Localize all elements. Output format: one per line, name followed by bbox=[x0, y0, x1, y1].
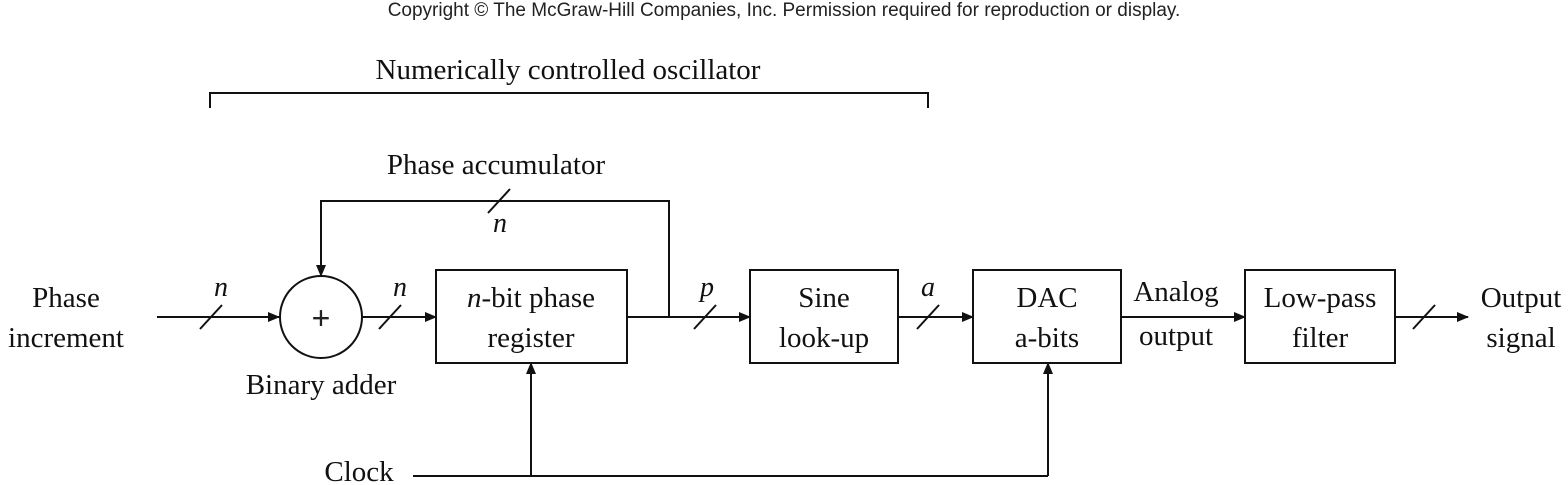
nco-label: Numerically controlled oscillator bbox=[376, 54, 761, 86]
input-bus-width: n bbox=[214, 272, 228, 303]
amplitude-bus-slash bbox=[916, 304, 940, 330]
dac-label-1: DAC bbox=[1016, 282, 1077, 314]
dac-block bbox=[972, 269, 1122, 364]
plus-icon: + bbox=[312, 300, 331, 336]
phase-increment-label-1: Phase bbox=[32, 282, 100, 314]
low-pass-filter-label-1: Low-pass bbox=[1264, 282, 1377, 314]
feedback-bus-width: n bbox=[493, 208, 507, 239]
adder-bus-width: n bbox=[393, 272, 407, 303]
sine-lookup-block bbox=[749, 269, 899, 364]
sine-lookup-label-1: Sine bbox=[798, 282, 850, 314]
analog-output-label-2: output bbox=[1139, 320, 1213, 352]
output-bus-slash bbox=[1412, 304, 1436, 330]
phase-increment-label-2: increment bbox=[8, 322, 124, 354]
amplitude-bus-width: a bbox=[921, 272, 935, 303]
input-bus-slash bbox=[199, 304, 223, 330]
adder-bus-slash bbox=[378, 304, 402, 330]
phase-accumulator-label: Phase accumulator bbox=[387, 149, 606, 181]
phase-bus-width: p bbox=[698, 272, 714, 303]
phase-bus-slash bbox=[693, 304, 717, 330]
low-pass-filter-label-2: filter bbox=[1292, 322, 1349, 354]
phase-register-label-2: register bbox=[488, 322, 575, 354]
phase-register-label-1: n-bit phase bbox=[467, 282, 595, 314]
sine-lookup-label-2: look-up bbox=[779, 322, 869, 354]
feedback-arrow bbox=[316, 200, 670, 317]
copyright-notice: Copyright © The McGraw-Hill Companies, I… bbox=[388, 0, 1181, 21]
nco-bracket bbox=[209, 92, 929, 108]
dac-label-2: a-bits bbox=[1015, 322, 1079, 354]
feedback-bus-slash bbox=[487, 188, 511, 214]
binary-adder-label: Binary adder bbox=[246, 369, 397, 401]
output-signal-label-1: Output bbox=[1481, 282, 1562, 314]
output-signal-label-2: signal bbox=[1486, 322, 1555, 354]
analog-output-label-1: Analog bbox=[1133, 276, 1218, 308]
clock-label: Clock bbox=[324, 456, 394, 485]
